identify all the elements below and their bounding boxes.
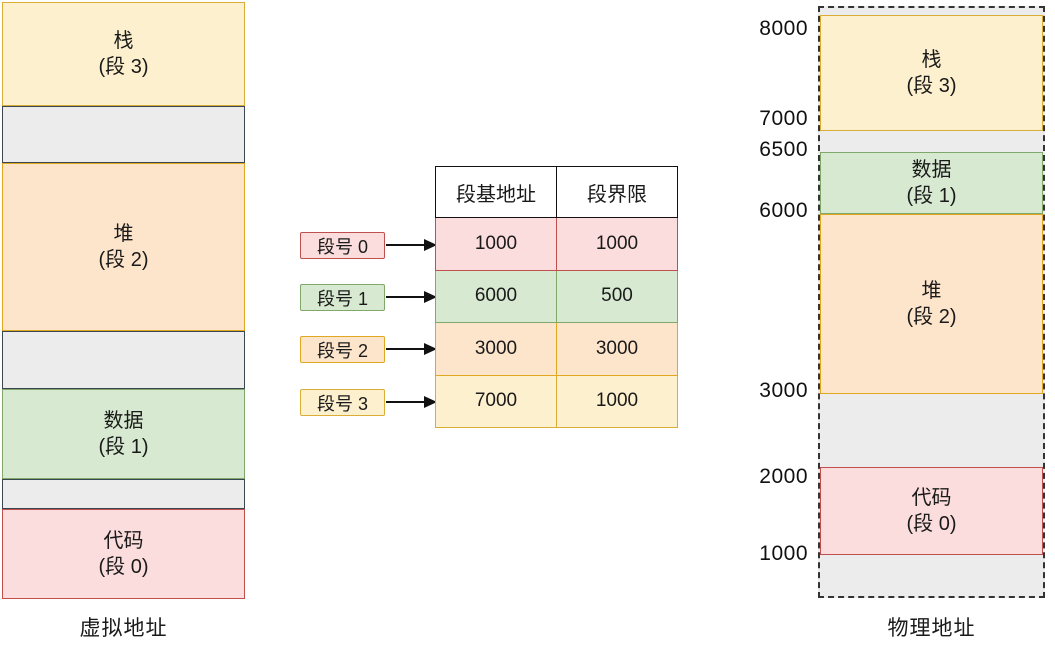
segment-number-chip-3[interactable]: 段号 3 [300, 389, 385, 416]
virtual-address-space: 栈 (段 3) 堆 (段 2) 数据 (段 1) 代码 (段 0) [2, 2, 245, 599]
arrow-shaft [386, 348, 426, 351]
mapping-arrow-icon-0 [386, 239, 438, 251]
cell-base-address: 7000 [435, 374, 557, 428]
heap-segment-block: 堆 (段 2) [820, 214, 1043, 394]
stack-segment-block: 栈 (段 3) [820, 15, 1043, 131]
address-tick-6500: 6500 [759, 138, 808, 161]
mapping-arrow-icon-2 [386, 343, 438, 355]
physical-address-caption: 物理地址 [887, 617, 976, 640]
arrow-head [424, 291, 437, 303]
address-tick-6000: 6000 [759, 199, 808, 222]
memory-gap [2, 331, 245, 389]
cell-base-address: 6000 [435, 269, 557, 323]
block-name-label: 代码 [911, 486, 952, 509]
address-tick-1000: 1000 [759, 542, 808, 565]
memory-gap [820, 394, 1043, 467]
cell-segment-limit: 3000 [556, 322, 678, 376]
block-segment-label: (段 1) [906, 185, 957, 207]
memory-gap [820, 131, 1043, 152]
stack-segment-block: 栈 (段 3) [2, 2, 245, 106]
data-segment-block: 数据 (段 1) [2, 389, 245, 479]
arrow-head [424, 239, 437, 251]
heap-segment-block: 堆 (段 2) [2, 163, 245, 331]
block-name-label: 代码 [103, 529, 144, 552]
column-header-base: 段基地址 [435, 166, 557, 218]
memory-gap [820, 555, 1043, 596]
cell-segment-limit: 500 [556, 269, 678, 323]
code-segment-block: 代码 (段 0) [2, 509, 245, 599]
cell-segment-limit: 1000 [556, 217, 678, 271]
block-segment-label: (段 3) [98, 56, 149, 78]
cell-segment-limit: 1000 [556, 374, 678, 428]
block-segment-label: (段 3) [906, 75, 957, 97]
segment-number-chip-0[interactable]: 段号 0 [300, 232, 385, 259]
arrow-head [424, 396, 437, 408]
address-tick-2000: 2000 [759, 465, 808, 488]
mapping-arrow-icon-3 [386, 396, 438, 408]
arrow-shaft [386, 401, 426, 404]
segment-table-header-row: 段基地址 段界限 [435, 166, 678, 218]
memory-gap [2, 479, 245, 509]
block-name-label: 栈 [113, 29, 134, 52]
segment-number-chip-2[interactable]: 段号 2 [300, 336, 385, 363]
block-segment-label: (段 2) [906, 306, 957, 328]
arrow-shaft [386, 296, 426, 299]
block-name-label: 堆 [921, 279, 942, 302]
block-name-label: 数据 [911, 158, 952, 181]
arrow-head [424, 343, 437, 355]
virtual-address-caption: 虚拟地址 [79, 617, 168, 640]
column-header-limit: 段界限 [556, 166, 678, 218]
segment-number-chip-1[interactable]: 段号 1 [300, 284, 385, 311]
code-segment-block: 代码 (段 0) [820, 467, 1043, 555]
mapping-arrow-icon-1 [386, 291, 438, 303]
block-name-label: 堆 [113, 222, 134, 245]
arrow-shaft [386, 244, 426, 247]
address-tick-7000: 7000 [759, 107, 808, 130]
block-name-label: 数据 [103, 409, 144, 432]
physical-address-space: 栈 (段 3) 数据 (段 1) 堆 (段 2) 代码 (段 0) [818, 6, 1045, 598]
block-segment-label: (段 0) [98, 556, 149, 578]
block-segment-label: (段 2) [98, 249, 149, 271]
block-segment-label: (段 0) [906, 513, 957, 535]
cell-base-address: 3000 [435, 322, 557, 376]
data-segment-block: 数据 (段 1) [820, 152, 1043, 214]
block-segment-label: (段 1) [98, 436, 149, 458]
block-name-label: 栈 [921, 48, 942, 71]
memory-gap [2, 106, 245, 163]
address-tick-3000: 3000 [759, 379, 808, 402]
address-tick-8000: 8000 [759, 17, 808, 40]
cell-base-address: 1000 [435, 217, 557, 271]
